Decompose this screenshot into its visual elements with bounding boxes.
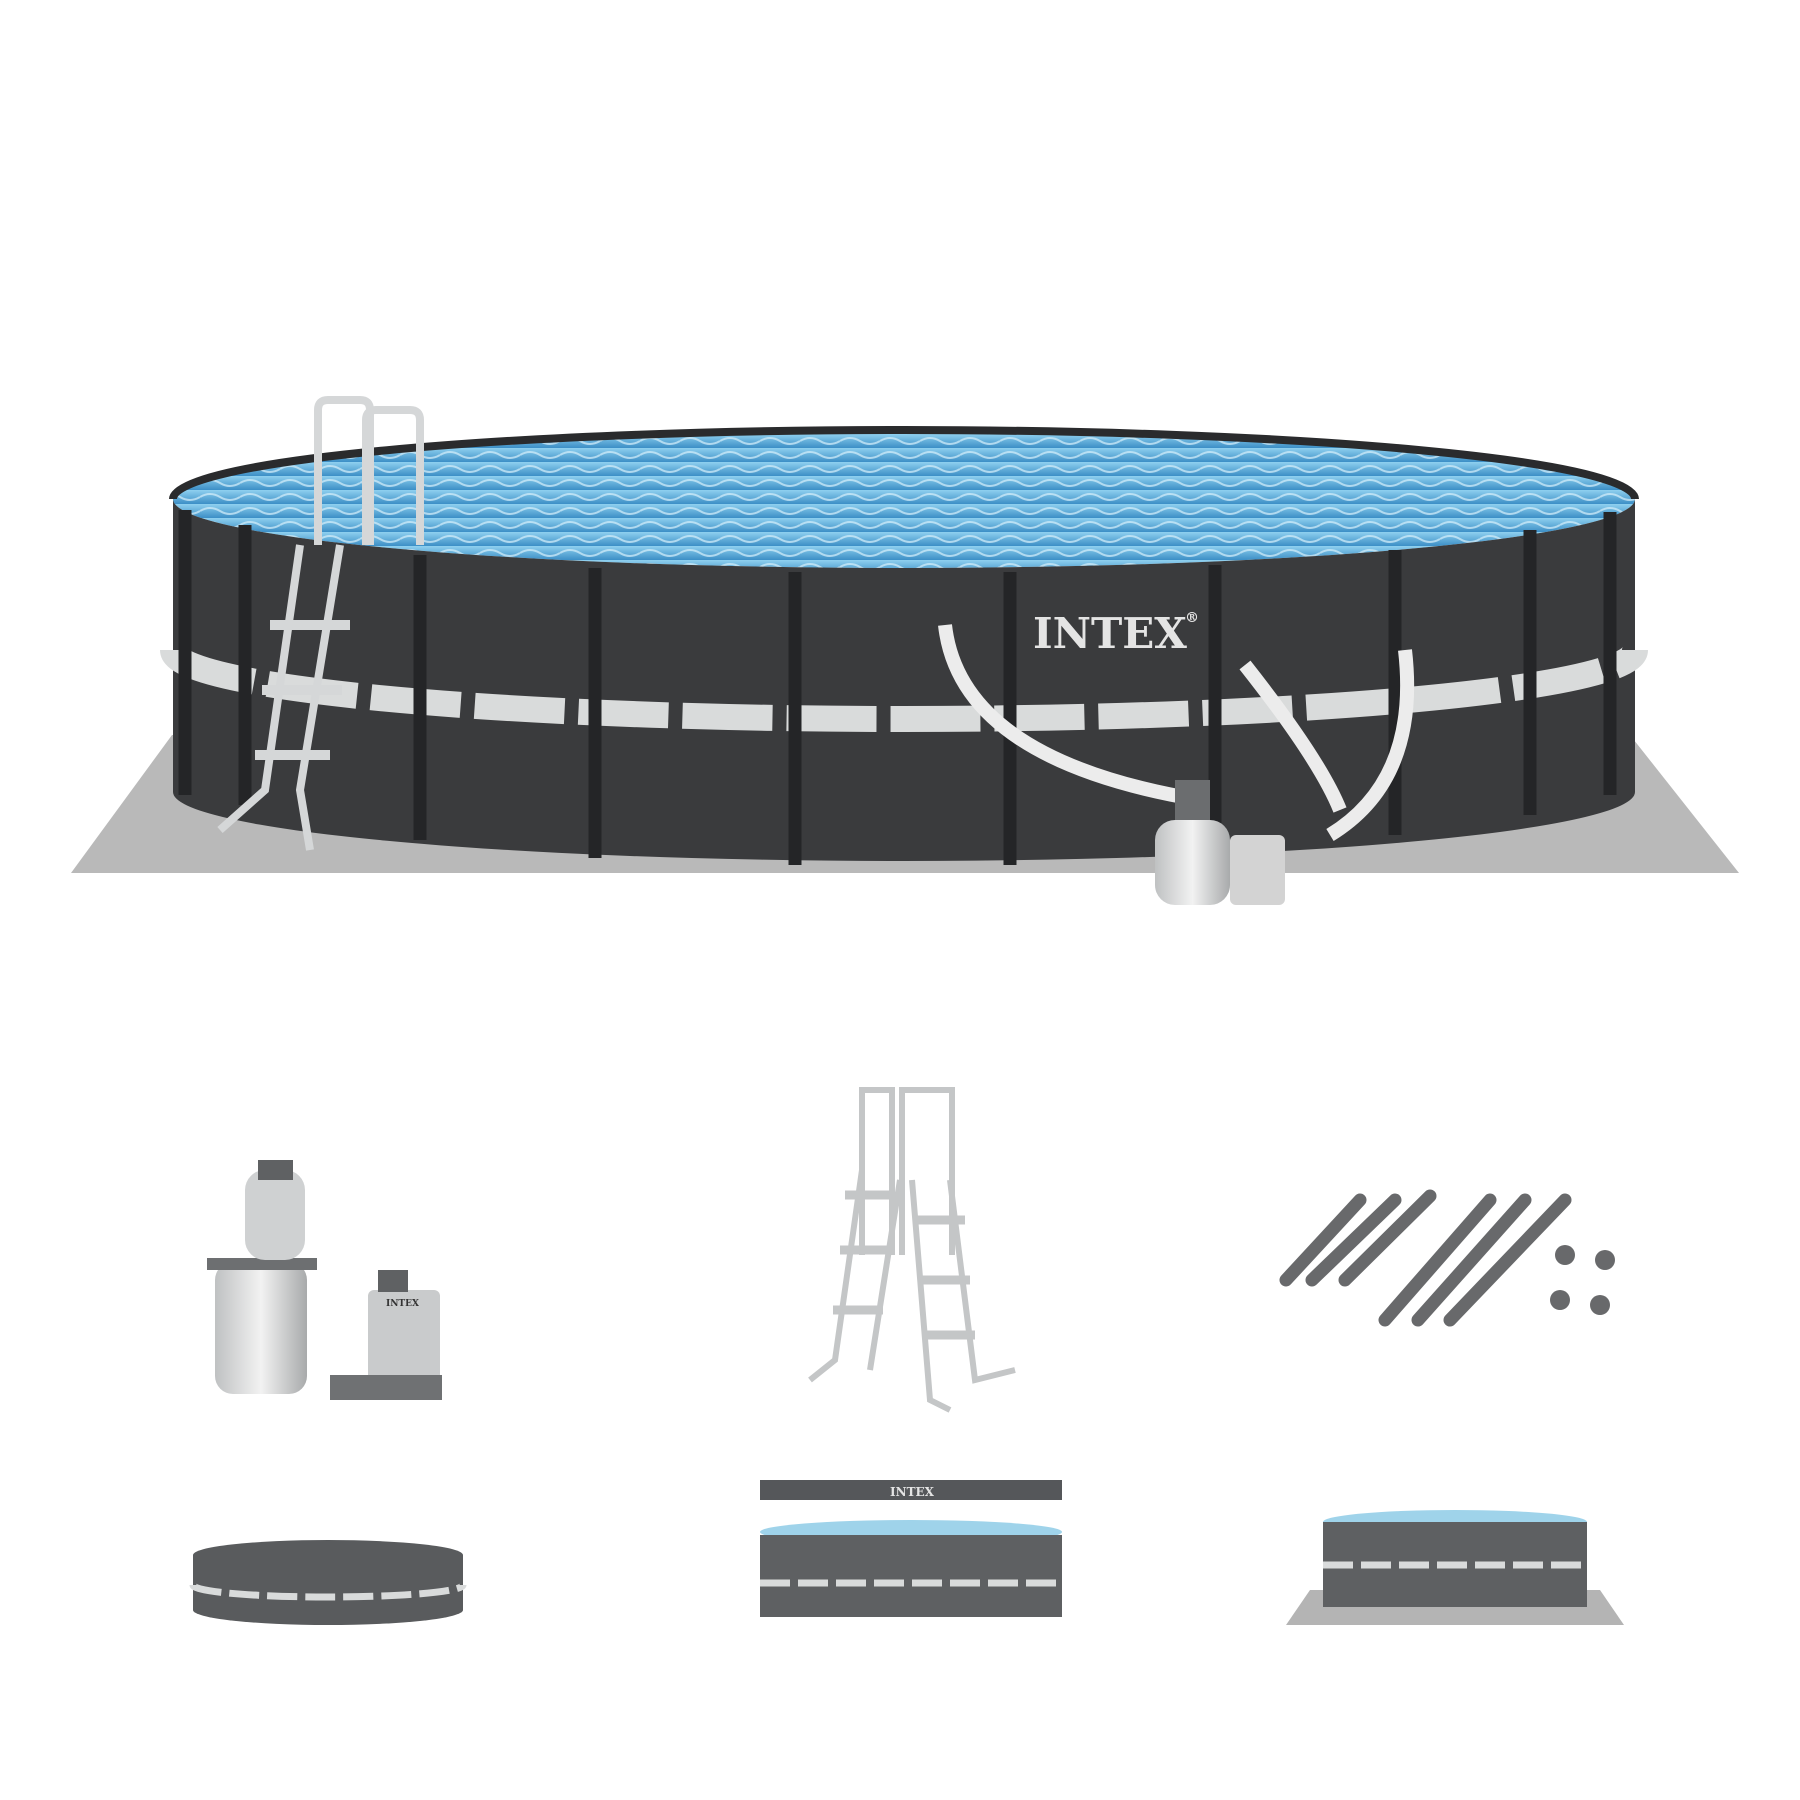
accessory-assembled-pool xyxy=(1286,1510,1624,1625)
registered-mark: ® xyxy=(1185,610,1199,626)
accessory-legs-and-caps xyxy=(1279,1189,1615,1327)
cover-logo: INTEX xyxy=(890,1485,935,1499)
accessory-pool-liner xyxy=(189,1540,467,1625)
pool-ladder xyxy=(217,396,424,851)
intex-logo: INTEX xyxy=(1033,609,1187,658)
accessory-pool-cover: INTEX xyxy=(760,1480,1062,1617)
pool-legs xyxy=(178,510,1617,865)
pool-wall xyxy=(173,499,1635,861)
hoses xyxy=(938,624,1415,841)
pool-band xyxy=(160,646,1648,732)
sand-filter-pump xyxy=(1155,780,1285,905)
filter-logo: INTEX xyxy=(386,1299,419,1309)
pool-water xyxy=(173,430,1635,568)
pool-rim xyxy=(169,426,1639,500)
accessory-ladder xyxy=(808,1087,1016,1413)
accessory-sand-filter: INTEX xyxy=(207,1160,442,1400)
main-pool: INTEX ® xyxy=(71,396,1739,905)
